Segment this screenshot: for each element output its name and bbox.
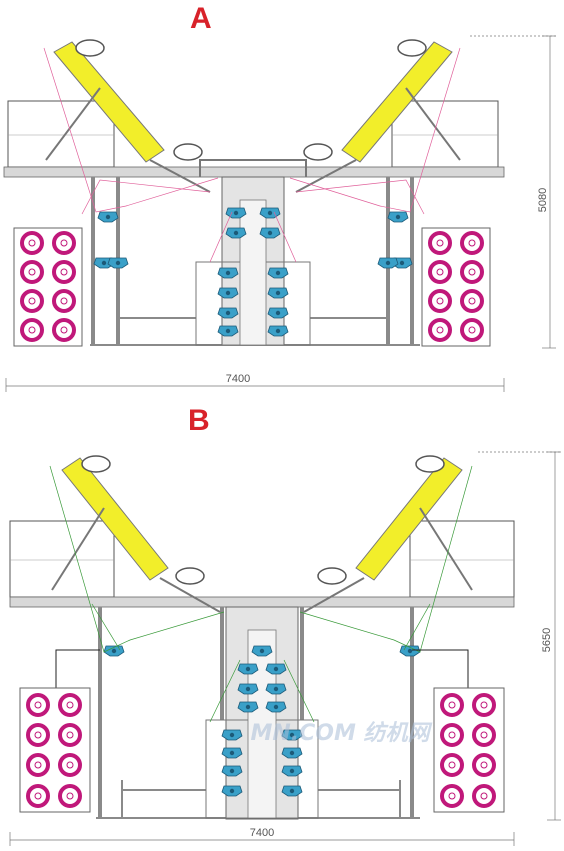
b-top-beam (9, 596, 515, 608)
watermark: MN.COM 纺机网 (250, 721, 432, 746)
b-left-creel (19, 687, 91, 813)
a-right-cabinet (391, 100, 499, 168)
b-right-arm (355, 457, 463, 581)
diagram-b-label: B (188, 404, 210, 437)
diagram-b: MN.COM 纺机网 7400 5650 (9, 451, 561, 846)
a-height-dimension: 5080 (537, 188, 549, 212)
b-right-cabinet (409, 520, 515, 598)
a-width-dimension: 7400 (226, 373, 250, 385)
b-width-dimension: 7400 (250, 827, 274, 839)
diagram-a-label: A (190, 2, 212, 35)
a-left-creel (13, 227, 83, 347)
a-right-creel (421, 227, 491, 347)
b-right-creel (433, 687, 505, 813)
a-left-cabinet (7, 100, 115, 168)
b-left-cabinet (9, 520, 115, 598)
b-height-dimension: 5650 (541, 628, 553, 652)
diagram-a: 7400 5080 (3, 35, 556, 392)
a-right-arm (341, 41, 453, 163)
b-left-arm (61, 457, 169, 581)
a-top-beam (3, 166, 505, 178)
a-left-arm (53, 41, 165, 163)
